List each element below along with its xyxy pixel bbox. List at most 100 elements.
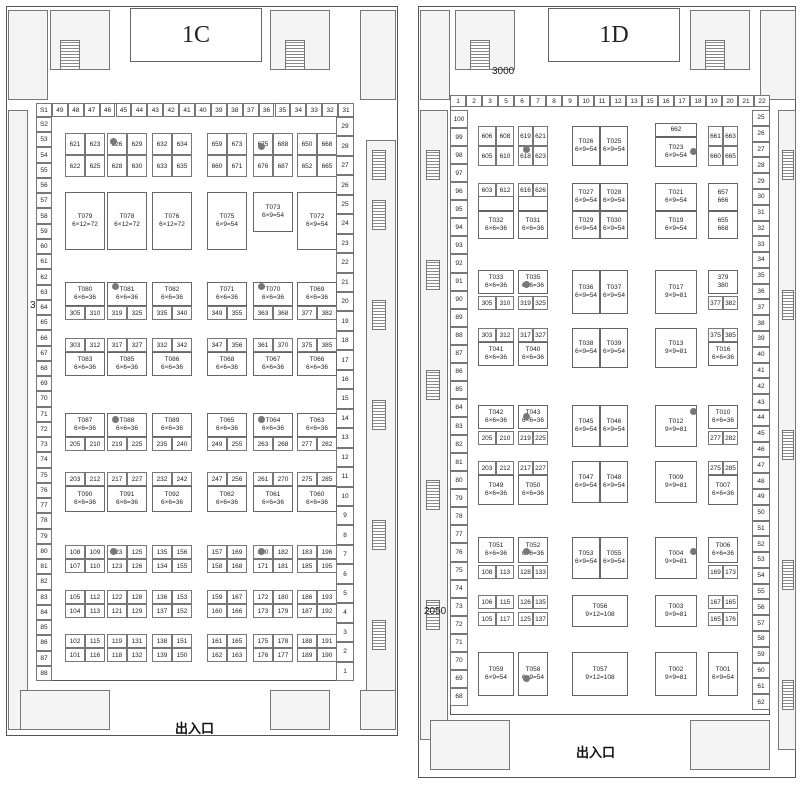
label: 6×6=36 [521,490,545,497]
booth-cell: 319 [107,306,127,320]
label: 85 [40,624,48,632]
right-col-cell: 1 [336,661,354,681]
label: 28 [757,161,765,169]
booth-cell: 327 [533,328,548,342]
booth-cell: 108 [65,545,85,559]
label: 6×9=54 [602,197,626,204]
booth-cell: 161 [207,634,227,648]
label: 203 [69,475,81,483]
label: 20 [341,298,349,306]
label: 105 [69,593,81,601]
label: 80 [40,547,48,555]
label: 34 [294,106,302,114]
label: 660 [211,162,223,170]
booth-cell: 355 [227,306,247,320]
label: 37 [757,303,765,311]
label: 74 [40,456,48,464]
label: T064 [265,417,281,424]
pillar [523,413,530,420]
label: 25 [341,201,349,208]
label: T060 [309,491,325,498]
label: 30 [757,193,765,201]
label: 9×12=108 [585,674,615,681]
label: 134 [156,562,168,570]
label: 310 [89,309,101,317]
label: 13 [341,434,349,442]
stairs [372,520,386,550]
label: 6×9=54 [484,674,508,681]
booth-cell: 663 [723,126,738,146]
label: T070 [265,286,281,293]
top-row-cell: 6 [514,95,530,107]
booth-cell: 163 [227,648,247,662]
left-col-cell: 80 [36,543,52,560]
left-col-cell: 75 [36,467,52,483]
label: 118 [111,651,123,659]
label: 632 [156,140,168,148]
booth-cell: 277 [297,437,317,451]
label: 40 [757,351,765,359]
booth-cell: 325 [533,296,548,310]
label: 44 [757,414,765,422]
pillar [690,148,697,155]
booth-cell: 671 [227,155,247,177]
label: 12 [614,97,622,105]
top-row-cell: 5 [498,95,514,107]
label: 377 [301,309,313,317]
hall-title-1c: 1C [130,8,262,62]
label: T038 [578,340,594,347]
booth-cell: 102 [65,634,85,648]
label: T071 [219,286,235,293]
label: 167 [231,593,243,601]
label: 219 [520,434,531,442]
label: 172 [257,593,269,601]
label: 119 [111,637,123,645]
left-col-cell: 78 [36,513,52,529]
label: 123 [111,562,123,570]
booth-cell: 385 [317,338,337,352]
right-col-cell: 41 [752,362,770,379]
left-col-cell: 77 [450,525,468,544]
left-col-cell: 69 [36,376,52,392]
label: 152 [176,607,188,615]
left-col-cell: 89 [450,308,468,327]
label: 622 [69,162,81,170]
entrance-label-1d: 出入口 [576,745,616,760]
label: 54 [40,151,48,159]
label: 277 [301,440,313,448]
top-row-cell: 42 [163,103,180,117]
label: 61 [757,682,765,690]
label: 6×6=36 [261,294,285,301]
label: 9×9=81 [664,558,688,565]
label: 6×6=36 [160,499,184,506]
right-col-cell: 25 [752,110,770,126]
label: T075 [219,213,235,220]
label: 305 [69,309,81,317]
booth-cell: 305 [65,306,85,320]
booth-cell: 240 [172,437,192,451]
label: 128 [131,593,143,601]
label: 49 [56,106,64,114]
label: 159 [211,593,223,601]
label: 605 [481,152,493,160]
label: T088 [119,417,135,424]
right-col-cell: 18 [336,330,354,351]
booth-cell: 275 [297,472,317,486]
label: 113 [89,607,101,615]
booth-cell: 606 [478,126,496,146]
label: T065 [219,417,235,424]
label: 52 [757,540,765,548]
label: 39 [757,335,765,343]
right-col-cell: 9 [336,505,354,526]
label: 673 [231,140,243,148]
booth-cell: 172 [253,590,273,604]
top-row-cell: 40 [195,103,211,117]
